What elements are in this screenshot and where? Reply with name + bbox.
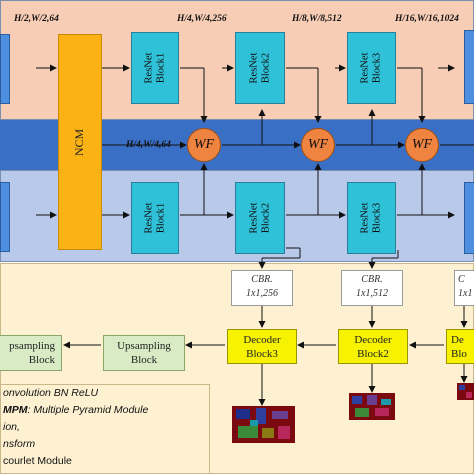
decoder-block-partial-line2: Blo [451, 348, 467, 360]
legend-line-3: ion, [3, 421, 20, 433]
dim-label-h8: H/8,W/8,512 [292, 14, 342, 24]
legend-line-5-text: courlet Module [3, 455, 72, 467]
legend-box: onvolution BN ReLU MPM: Multiple Pyramid… [0, 384, 210, 474]
resnet-top-block2: ResNet Block2 [235, 32, 285, 104]
upsampling-block-line2: Block [130, 354, 158, 366]
decoder-block-partial-line1: De [451, 334, 464, 346]
resnet-bottom-block2-label: ResNet Block2 [247, 202, 271, 234]
legend-line-1-text: onvolution BN ReLU [3, 387, 99, 399]
upsampling-block-line1: Upsampling [117, 340, 171, 352]
resnet-bottom-block3-label: ResNet Block3 [359, 202, 383, 234]
upsampling-block-partial: psampling Block [0, 335, 62, 371]
legend-line-2: MPM: Multiple Pyramid Module [3, 404, 148, 416]
resnet-top-block3-label: ResNet Block3 [359, 52, 383, 84]
decoder-block2-line2: Block2 [357, 348, 389, 360]
bottom-right-resnet-block [464, 182, 474, 254]
legend-line-4: nsform [3, 438, 35, 450]
cbr-box-512: CBR. 1x1,512 [341, 270, 403, 306]
rgb-input-block [0, 34, 10, 104]
legend-line-1: onvolution BN ReLU [3, 387, 98, 399]
upsampling-block: Upsampling Block [103, 335, 185, 371]
resnet-top-block1-label: ResNet Block1 [142, 52, 166, 84]
depth-input-block [0, 182, 10, 252]
dim-label-fusion: H/4,W/4,64 [126, 140, 171, 150]
legend-line-3-text: ion, [3, 421, 20, 433]
cbr-box-512-line2: 1x1,512 [356, 288, 388, 299]
ncm-label: NCM [72, 128, 87, 156]
wf-fusion-node-3: WF [405, 128, 439, 162]
resnet-top-block1: ResNet Block1 [131, 32, 179, 104]
wf-fusion-node-2: WF [301, 128, 335, 162]
legend-line-2-text: : Multiple Pyramid Module [27, 404, 149, 416]
upsampling-block-partial-line1: psampling [9, 340, 55, 352]
resnet-bottom-block2: ResNet Block2 [235, 182, 285, 254]
resnet-bottom-block1-label: ResNet Block1 [142, 202, 166, 234]
top-right-resnet-block [464, 30, 474, 104]
wf-fusion-node-1: WF [187, 128, 221, 162]
resnet-top-block3: ResNet Block3 [347, 32, 396, 104]
cbr-box-partial-line1: C [458, 274, 465, 285]
resnet-bottom-block1: ResNet Block1 [131, 182, 179, 254]
resnet-top-block2-label: ResNet Block2 [247, 52, 271, 84]
ncm-block: NCM [58, 34, 102, 250]
legend-line-4-text: nsform [3, 438, 36, 450]
decoder-block3: Decoder Block3 [227, 329, 297, 364]
decoder-block3-line1: Decoder [243, 334, 281, 346]
segmentation-map-small [457, 383, 474, 400]
decoder-block2: Decoder Block2 [338, 329, 408, 364]
resnet-bottom-block3: ResNet Block3 [347, 182, 396, 254]
decoder-block3-line2: Block3 [246, 348, 278, 360]
segmentation-map-large [232, 406, 295, 443]
cbr-box-256-line2: 1x1,256 [246, 288, 278, 299]
legend-line-2-bold: MPM [3, 404, 28, 416]
dim-label-h2: H/2,W/2,64 [14, 14, 59, 24]
cbr-box-512-line1: CBR. [361, 274, 383, 285]
decoder-block2-line1: Decoder [354, 334, 392, 346]
legend-line-5: courlet Module [3, 455, 72, 467]
cbr-box-256-line1: CBR. [251, 274, 273, 285]
cbr-box-partial-line2: 1x1 [458, 288, 473, 299]
cbr-box-partial: C 1x1 [454, 270, 474, 306]
decoder-block-partial: De Blo [446, 329, 474, 364]
upsampling-block-partial-line2: Block [28, 354, 55, 366]
cbr-box-256: CBR. 1x1,256 [231, 270, 293, 306]
segmentation-map-medium [349, 393, 395, 420]
dim-label-h16: H/16,W/16,1024 [395, 14, 459, 24]
dim-label-h4: H/4,W/4,256 [177, 14, 227, 24]
